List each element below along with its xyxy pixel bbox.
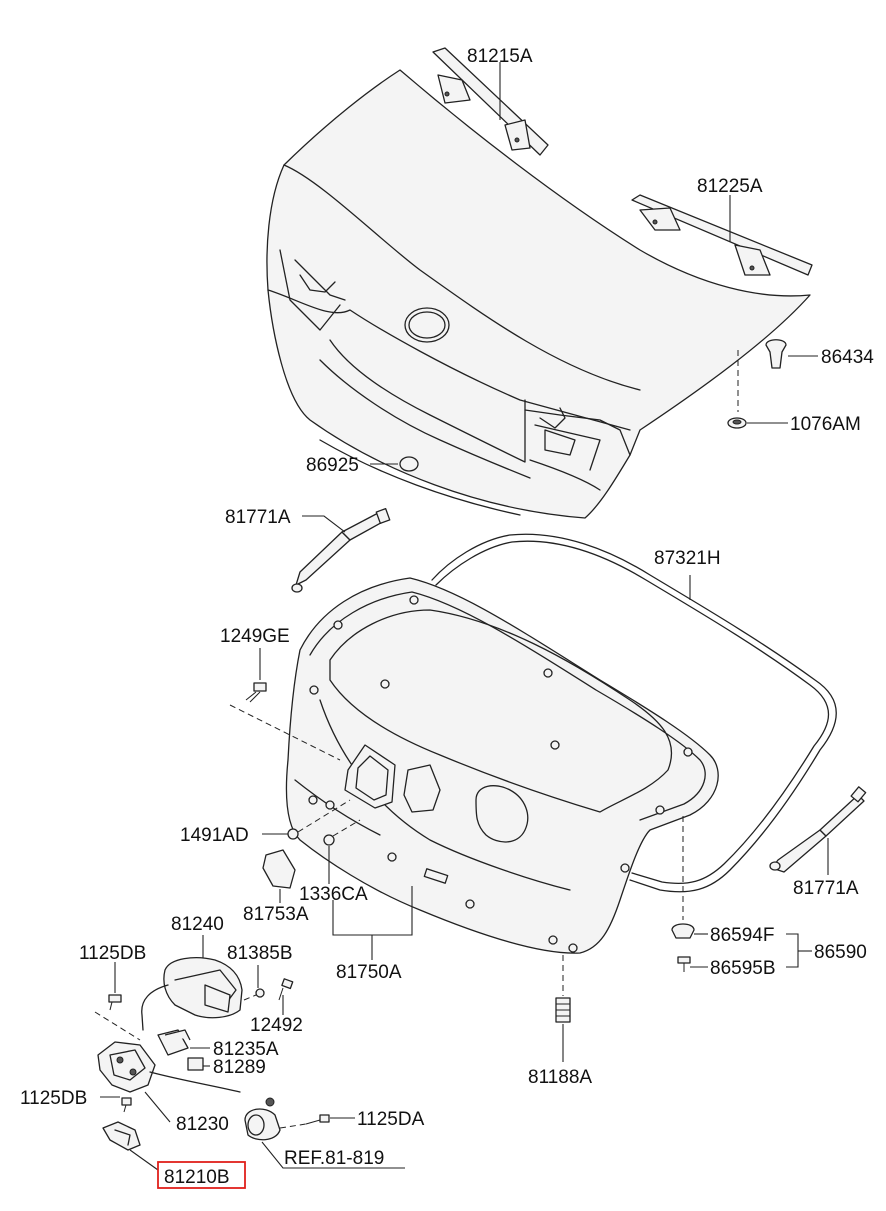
label-86594F: 86594F [710,925,774,946]
label-81385B: 81385B [227,943,293,964]
label-86590: 86590 [814,942,867,963]
label-81753A: 81753A [243,904,309,925]
bolt-12492 [278,978,294,1015]
label-81750A: 81750A [336,962,402,983]
bolt-1125DA [279,1114,355,1129]
label-1125DA: 1125DA [357,1109,425,1130]
label-ref-81-819: REF.81-819 [284,1148,384,1169]
striker-81210B [102,1121,159,1171]
gas-strut-left-81771A [291,508,391,593]
trunk-lid-outer [266,69,811,519]
label-81771A-upper: 81771A [225,507,291,528]
label-1336CA: 1336CA [299,884,368,905]
latch-81230 [97,1041,241,1123]
grommet-1076AM [727,417,788,429]
clip-1336CA [323,819,361,884]
label-1076AM: 1076AM [790,414,861,435]
bracket-81235A [157,1029,210,1056]
clip-81385B [243,965,265,1001]
weatherstrip-87321H [431,533,837,893]
nut-1491AD [262,799,351,840]
label-81230: 81230 [176,1114,229,1135]
spring-81188A [555,955,571,1062]
label-87321H: 87321H [654,548,721,569]
label-81771A-right: 81771A [793,878,859,899]
label-1249GE: 1249GE [220,626,290,647]
gas-strut-right-81771A [769,786,867,875]
highlight-box-81210B [157,1161,246,1189]
bolt-1125DB-lower [100,1096,132,1113]
trim-panel-81750A [285,577,719,954]
label-1125DB-lower: 1125DB [20,1088,87,1109]
label-81240: 81240 [171,914,224,935]
bracket-86590 [786,933,799,968]
label-81210B: 81210B [164,1167,230,1188]
stopper-86594F [671,816,708,939]
hinge-81215A [432,47,549,156]
hinge-81225A [631,194,813,276]
label-1125DB-upper: 1125DB [79,943,146,964]
label-86925: 86925 [306,455,359,476]
label-1491AD: 1491AD [180,825,249,846]
bolt-1125DB-upper [94,962,141,1041]
plug-86925 [370,456,419,472]
clip-81289 [187,1057,210,1071]
label-81225A: 81225A [697,176,763,197]
label-81235A: 81235A [213,1039,279,1060]
actuator-81240 [141,935,243,1031]
label-12492: 12492 [250,1015,303,1036]
label-81289: 81289 [213,1057,266,1078]
label-81215A: 81215A [467,46,533,67]
label-86434: 86434 [821,347,874,368]
cover-81753A [262,849,296,903]
screw-86595B [677,956,708,972]
bolt-1249GE [229,648,341,761]
label-81188A: 81188A [528,1067,592,1088]
bumper-86434 [765,339,818,369]
lock-cylinder-ref [244,1097,405,1169]
label-86595B: 86595B [710,958,776,979]
